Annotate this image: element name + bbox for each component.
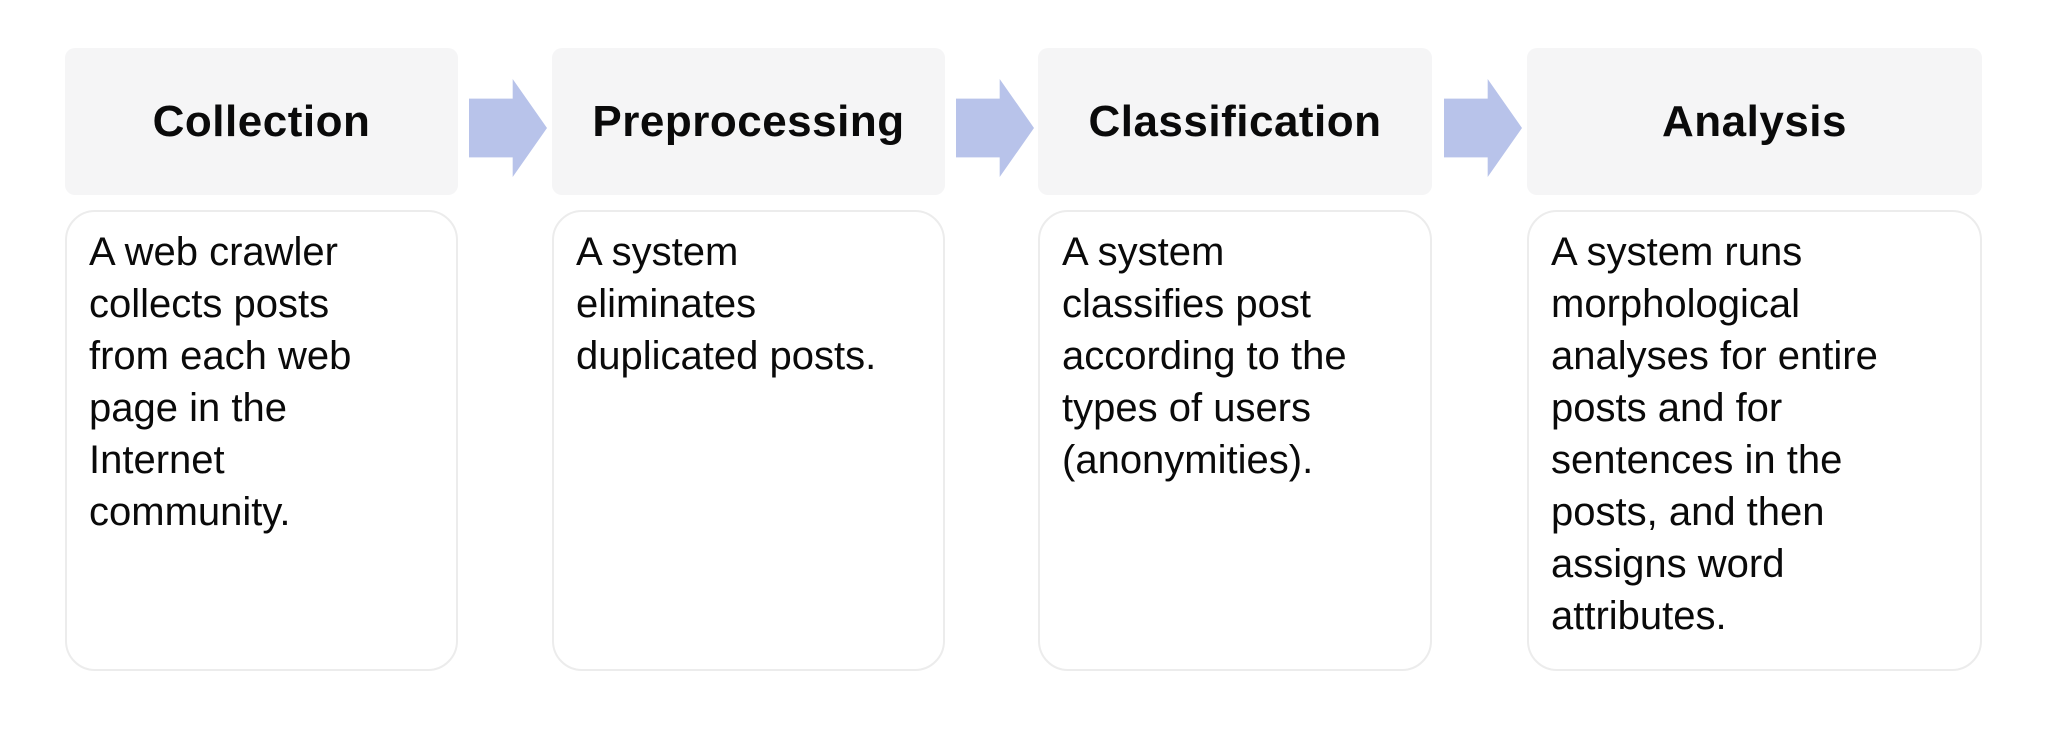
stage-title: Analysis [1662,96,1847,146]
stage-card-collection: A web crawler collects posts from each w… [65,210,458,671]
stage-title: Collection [152,96,371,146]
stage-title: Preprocessing [592,96,905,146]
stage-title: Classification [1088,96,1382,146]
flow-arrow-icon [469,79,547,177]
stage-description: A system classifies post according to th… [1062,230,1347,482]
stage-header-classification: Classification [1038,48,1432,195]
stage-header-analysis: Analysis [1527,48,1982,195]
stage-card-preprocessing: A system eliminates duplicated posts. [552,210,945,671]
stage-description: A web crawler collects posts from each w… [89,230,352,534]
stage-description: A system eliminates duplicated posts. [576,230,877,378]
stage-description: A system runs morphological analyses for… [1551,230,1878,638]
stage-card-analysis: A system runs morphological analyses for… [1527,210,1982,671]
stage-card-classification: A system classifies post according to th… [1038,210,1432,671]
stage-header-preprocessing: Preprocessing [552,48,945,195]
flow-arrow-icon [1444,79,1522,177]
flow-arrow-icon [956,79,1034,177]
stage-header-collection: Collection [65,48,458,195]
